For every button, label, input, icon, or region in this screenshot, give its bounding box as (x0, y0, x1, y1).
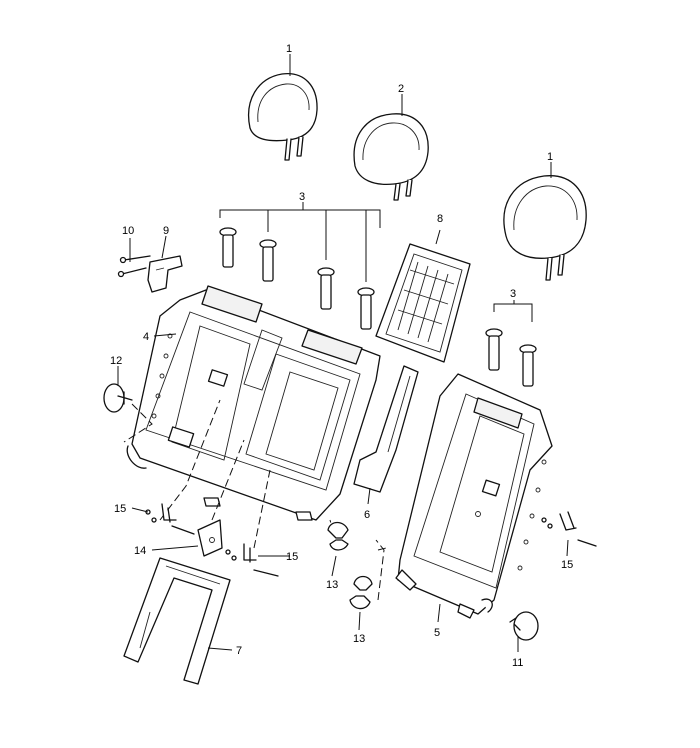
backrest-frame-left[interactable] (126, 285, 381, 521)
lower-frame-trim[interactable] (123, 557, 231, 685)
callout-14: 14 (134, 545, 146, 557)
callout-13-upper: 13 (326, 579, 338, 591)
headrest-right[interactable] (503, 175, 587, 281)
callout-15-center: 15 (286, 551, 298, 563)
callout-15-left: 15 (114, 503, 126, 515)
guide-sleeve-4[interactable] (357, 287, 375, 330)
pivot-cap-left[interactable] (103, 383, 133, 413)
callout-11: 11 (512, 657, 523, 669)
callout-9: 9 (163, 225, 169, 237)
callout-2: 2 (398, 83, 404, 95)
assembly-line-5 (377, 547, 387, 551)
headrest-left[interactable] (248, 73, 318, 161)
callout-8: 8 (437, 213, 443, 225)
clip-15-right[interactable] (541, 511, 597, 547)
bracket-part-9[interactable] (147, 255, 183, 293)
callout-3-left: 3 (299, 191, 305, 203)
guide-sleeve-3[interactable] (317, 267, 335, 310)
assembly-line-13b (375, 539, 385, 601)
guide-sleeve-1[interactable] (219, 227, 237, 268)
callout-15-right: 15 (561, 559, 573, 571)
headrest-center[interactable] (353, 113, 429, 201)
assembly-line-12 (123, 403, 153, 443)
callout-13-lower: 13 (353, 633, 365, 645)
backrest-frame-right[interactable] (395, 373, 553, 619)
callout-3-bracket-right (493, 303, 533, 322)
callout-5: 5 (434, 627, 440, 639)
side-trim-strip[interactable] (353, 365, 419, 493)
lumbar-panel[interactable] (375, 243, 471, 363)
callout-1-right: 1 (547, 151, 553, 163)
guide-sleeve-6[interactable] (519, 344, 537, 387)
callout-3-bracket-left (219, 209, 381, 282)
clip-15-left[interactable] (145, 503, 195, 535)
callout-10: 10 (122, 225, 134, 237)
pivot-cap-right[interactable] (509, 611, 539, 641)
guide-sleeve-2[interactable] (259, 239, 277, 282)
guide-sleeve-5[interactable] (485, 328, 503, 371)
callout-4: 4 (143, 331, 149, 343)
callout-12: 12 (110, 355, 122, 367)
clip-15-center[interactable] (225, 543, 279, 577)
callout-1-left: 1 (286, 43, 292, 55)
callout-7: 7 (236, 645, 242, 657)
bracket-part-14[interactable] (197, 519, 223, 557)
bushing-lower[interactable] (349, 575, 373, 610)
screw-part-10[interactable] (117, 255, 151, 278)
assembly-line-14 (211, 439, 245, 521)
callout-3-right: 3 (510, 288, 516, 300)
assembly-line-15b (253, 469, 271, 549)
callout-6: 6 (364, 509, 370, 521)
leader-lines (117, 54, 569, 652)
bushing-upper[interactable] (327, 521, 349, 551)
